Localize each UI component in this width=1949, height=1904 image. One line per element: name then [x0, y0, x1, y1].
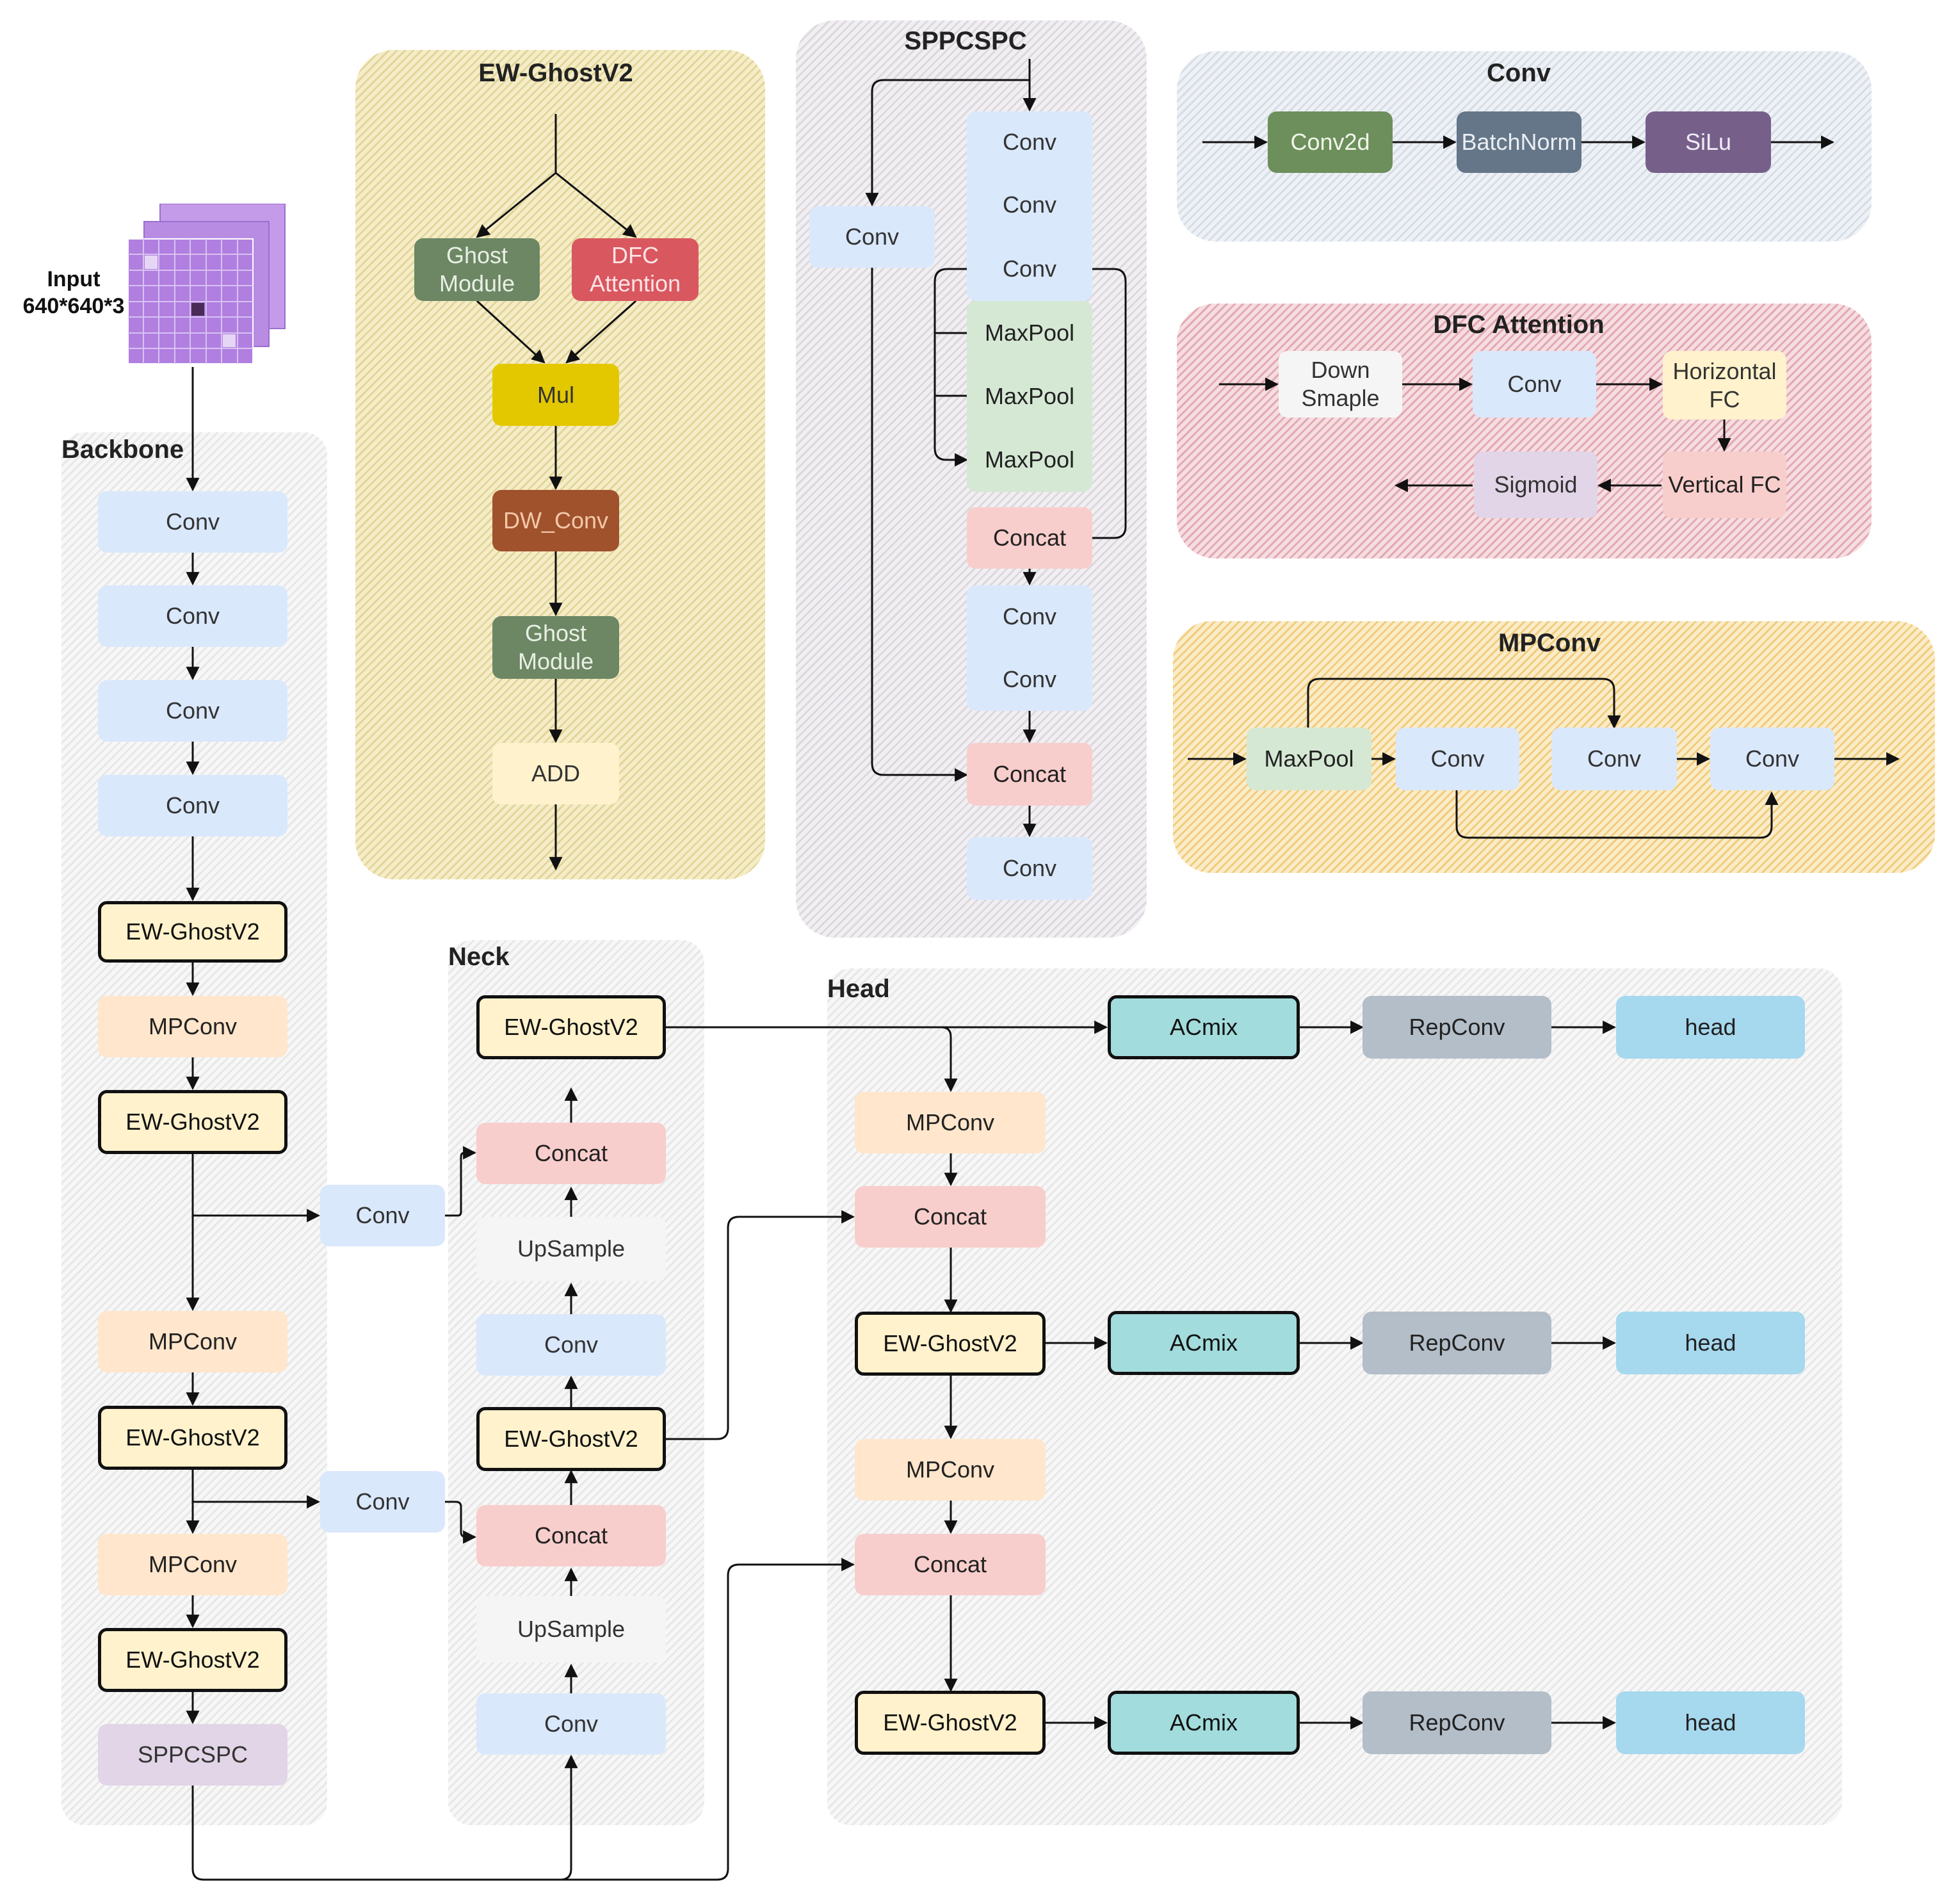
head-mpconv-1: MPConv	[855, 1092, 1046, 1153]
head-ewghostv2-1: EW-GhostV2	[855, 1312, 1046, 1376]
add-block: ADD	[492, 743, 619, 804]
sppcspc-concat-1: Concat	[967, 507, 1092, 569]
repconv-1: RepConv	[1363, 996, 1551, 1059]
dfc-conv-block: Conv	[1473, 351, 1596, 418]
sppcspc-conv-side: Conv	[809, 206, 935, 268]
neck-upsample-1: UpSample	[476, 1217, 666, 1281]
head-concat-1: Concat	[855, 1186, 1046, 1248]
sppcspc-conv-1: Conv	[967, 111, 1092, 173]
sppcspc-title: SPPCSPC	[904, 27, 1027, 55]
neck-ewghostv2-mid: EW-GhostV2	[476, 1407, 666, 1471]
backbone-conv-3: Conv	[98, 680, 287, 742]
neck-conv-1: Conv	[476, 1314, 666, 1376]
acmix-3: ACmix	[1108, 1691, 1300, 1755]
sppcspc-conv-out: Conv	[967, 837, 1092, 900]
ghost-module-2: Ghost Module	[492, 616, 619, 679]
dw-conv-block: DW_Conv	[492, 490, 619, 551]
backbone-mpconv-1: MPConv	[98, 996, 287, 1057]
backbone-title: Backbone	[61, 435, 184, 464]
neck-concat-2: Concat	[476, 1505, 666, 1566]
backbone-conv-2: Conv	[98, 585, 287, 647]
repconv-3: RepConv	[1363, 1691, 1551, 1754]
input-image-icon	[128, 204, 286, 364]
neck-concat-1: Concat	[476, 1123, 666, 1184]
head-ewghostv2-2: EW-GhostV2	[855, 1691, 1046, 1755]
sppcspc-concat-2: Concat	[967, 743, 1092, 806]
backbone-mpconv-2: MPConv	[98, 1311, 287, 1372]
dfc-attention-title: DFC Attention	[1433, 311, 1605, 339]
backbone-ewghostv2-1: EW-GhostV2	[98, 901, 287, 963]
ewghostv2-title: EW-GhostV2	[478, 59, 633, 87]
conv2d-block: Conv2d	[1268, 111, 1393, 173]
acmix-1: ACmix	[1108, 995, 1300, 1059]
neck-upsample-2: UpSample	[476, 1596, 666, 1663]
sppcspc-maxpool-2: MaxPool	[967, 365, 1092, 428]
mpconv-conv-3: Conv	[1710, 728, 1834, 790]
mpconv-conv-2: Conv	[1551, 728, 1677, 790]
head-mpconv-2: MPConv	[855, 1439, 1046, 1501]
mul-block: Mul	[492, 364, 619, 426]
mpconv-conv-1: Conv	[1396, 728, 1519, 790]
mpconv-maxpool-block: MaxPool	[1247, 728, 1371, 790]
batchnorm-block: BatchNorm	[1457, 111, 1581, 173]
neck-ewghostv2-top: EW-GhostV2	[476, 995, 666, 1059]
silu-block: SiLu	[1646, 111, 1771, 173]
head-concat-2: Concat	[855, 1534, 1046, 1595]
backbone-conv-4: Conv	[98, 775, 287, 836]
neck-title: Neck	[448, 943, 510, 971]
dfc-attention-block: DFC Attention	[572, 238, 699, 301]
head-output-1: head	[1616, 996, 1805, 1059]
head-output-2: head	[1616, 1312, 1805, 1374]
neck-conv-2: Conv	[476, 1693, 666, 1755]
acmix-2: ACmix	[1108, 1311, 1300, 1375]
lateral-conv-1: Conv	[320, 1185, 445, 1246]
input-title: Input	[47, 267, 101, 291]
sppcspc-conv-4: Conv	[967, 585, 1092, 648]
sppcspc-maxpool-3: MaxPool	[967, 428, 1092, 492]
down-sample-block: Down Smaple	[1279, 351, 1402, 418]
backbone-sppcspc: SPPCSPC	[98, 1724, 287, 1786]
backbone-conv-1: Conv	[98, 491, 287, 553]
conv-detail-title: Conv	[1487, 59, 1551, 87]
head-title: Head	[827, 975, 890, 1003]
sppcspc-maxpool-1: MaxPool	[967, 301, 1092, 365]
input-label: Input 640*640*3	[13, 266, 134, 320]
sppcspc-conv-3: Conv	[967, 237, 1092, 301]
sppcspc-conv-2: Conv	[967, 173, 1092, 237]
sppcspc-conv-5: Conv	[967, 648, 1092, 711]
backbone-ewghostv2-2: EW-GhostV2	[98, 1090, 287, 1154]
head-output-3: head	[1616, 1691, 1805, 1754]
backbone-ewghostv2-4: EW-GhostV2	[98, 1628, 287, 1692]
backbone-mpconv-3: MPConv	[98, 1534, 287, 1595]
horizontal-fc-block: Horizontal FC	[1663, 351, 1786, 419]
input-shape: 640*640*3	[22, 294, 125, 318]
ghost-module-1: Ghost Module	[414, 238, 540, 301]
backbone-ewghostv2-3: EW-GhostV2	[98, 1406, 287, 1470]
repconv-2: RepConv	[1363, 1312, 1551, 1374]
mpconv-detail-title: MPConv	[1498, 629, 1601, 657]
sigmoid-block: Sigmoid	[1474, 452, 1597, 518]
lateral-conv-2: Conv	[320, 1471, 445, 1533]
vertical-fc-block: Vertical FC	[1663, 452, 1786, 518]
